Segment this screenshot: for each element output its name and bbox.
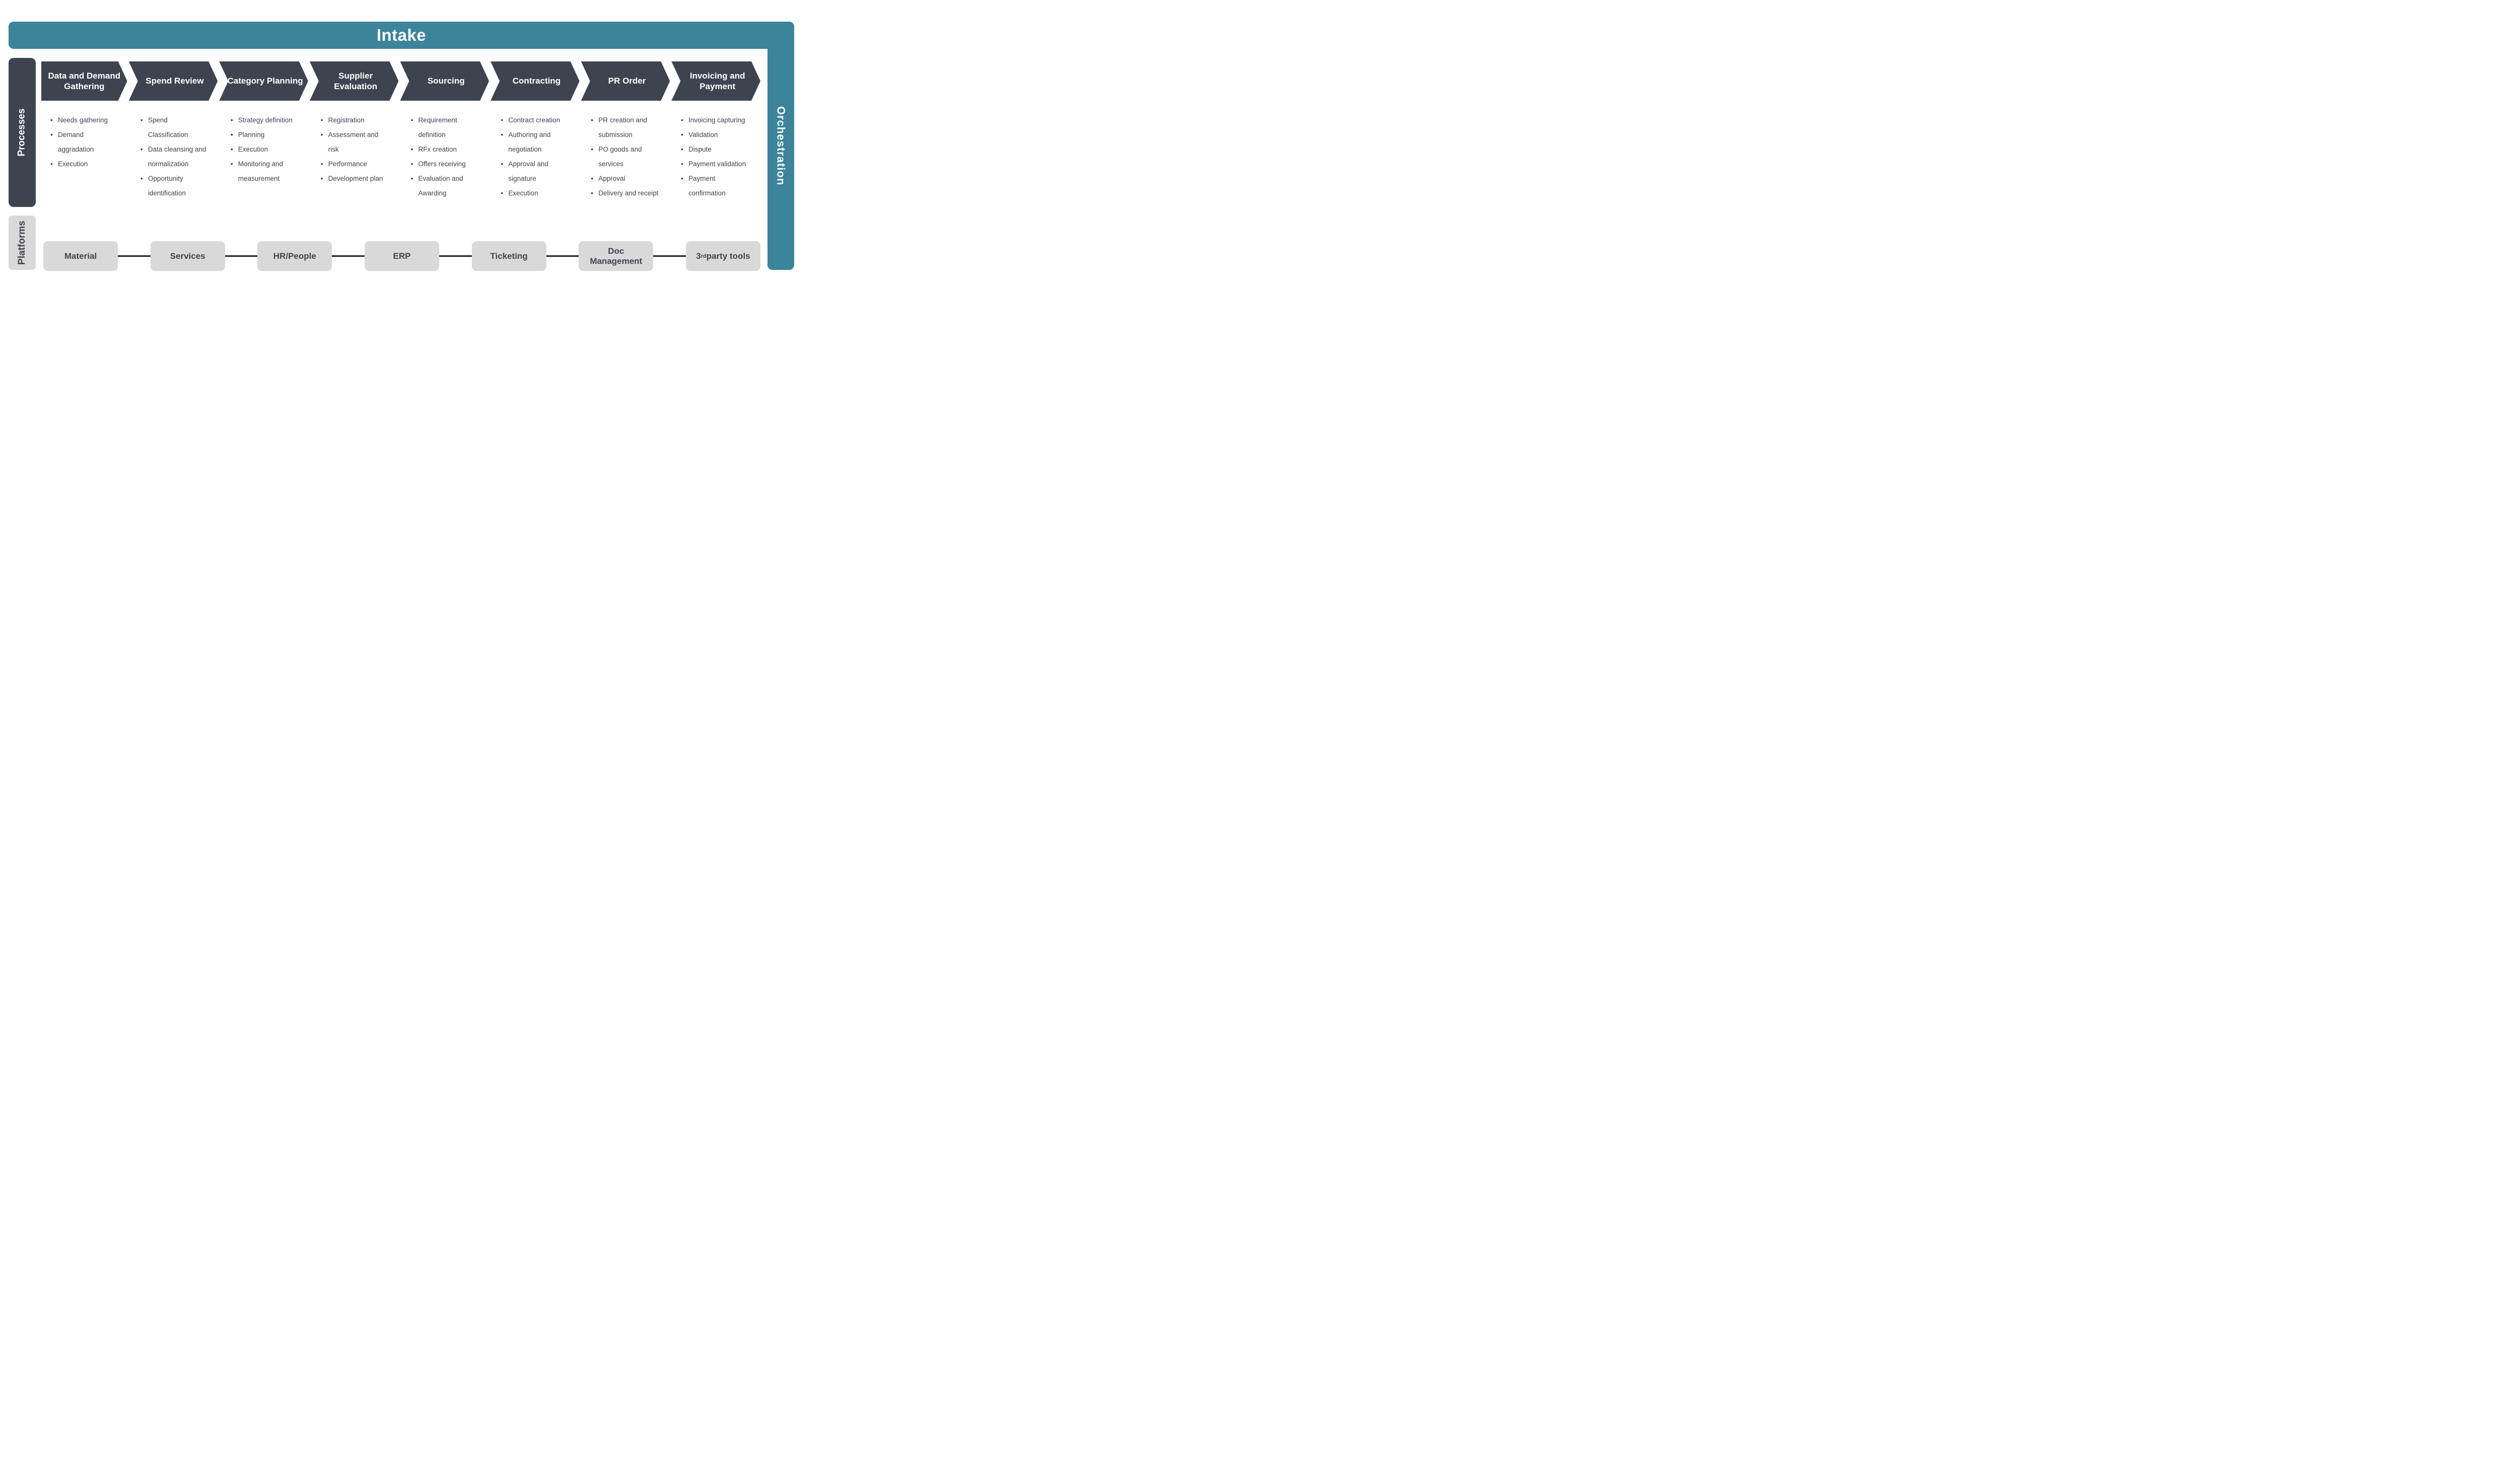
- platform-box-material: Material: [43, 241, 118, 271]
- process-item: Approval and signature: [501, 157, 569, 186]
- process-item: Execution: [501, 186, 569, 200]
- orchestration-bar: Orchestration: [767, 22, 794, 270]
- platform-box-ticketing: Ticketing: [471, 241, 546, 271]
- process-list-supplier-evaluation: Registration Assessment and risk Perform…: [312, 113, 400, 200]
- stage-chevron-category-planning: Category Planning: [219, 61, 308, 101]
- process-item: Registration: [321, 113, 389, 127]
- process-item: Performance: [321, 157, 389, 171]
- process-list-spend-review: Spend Classification Data cleansing and …: [131, 113, 220, 200]
- process-item: Payment confirmation: [681, 171, 749, 200]
- intake-label: Intake: [376, 26, 427, 44]
- platform-label-part: party tools: [706, 251, 750, 261]
- process-list-data-and-demand-gathering: Needs gathering Demand aggradation Execu…: [41, 113, 130, 200]
- process-list-contracting: Contract creation Authoring and negotiat…: [492, 113, 580, 200]
- process-item: Authoring and negotiation: [501, 127, 569, 157]
- processes-rail-label: Processes: [17, 108, 28, 157]
- process-item: Strategy definition: [231, 113, 299, 127]
- process-item: Delivery and receipt: [591, 186, 659, 200]
- stage-chevron-contracting: Contracting: [491, 61, 580, 101]
- process-item: Planning: [231, 127, 299, 142]
- process-item: Spend Classification: [141, 113, 209, 142]
- process-item: Contract creation: [501, 113, 569, 127]
- process-item: PR creation and submission: [591, 113, 659, 142]
- stage-chevron-invoicing-and-payment: Invoicing and Payment: [671, 61, 760, 101]
- process-item: Execution: [50, 157, 119, 171]
- process-item: Validation: [681, 127, 749, 142]
- process-list-category-planning: Strategy definition Planning Execution M…: [222, 113, 310, 200]
- process-item: Invoicing capturing: [681, 113, 749, 127]
- procurement-process-diagram: Orchestration Intake Processes Platforms…: [0, 0, 806, 297]
- process-list-invoicing-and-payment: Invoicing capturing Validation Dispute P…: [672, 113, 760, 200]
- orchestration-label: Orchestration: [775, 106, 788, 186]
- processes-rail: Processes: [9, 58, 36, 207]
- process-item: Approval: [591, 171, 659, 186]
- platform-box-hr-people: HR/People: [257, 241, 332, 271]
- process-item: Opportunity identification: [141, 171, 209, 200]
- process-item: Execution: [231, 142, 299, 157]
- platforms-rail-label: Platforms: [17, 221, 28, 265]
- process-list-pr-order: PR creation and submission PO goods and …: [582, 113, 670, 200]
- stage-chevron-spend-review: Spend Review: [129, 61, 218, 101]
- process-item: Monitoring and measurement: [231, 157, 299, 186]
- intake-bar: Intake: [9, 22, 794, 49]
- platform-label-part: 3: [696, 251, 701, 261]
- stage-chevron-pr-order: PR Order: [581, 61, 670, 101]
- stage-chevron-band: Data and Demand Gathering Spend Review C…: [41, 61, 760, 101]
- process-item: Dispute: [681, 142, 749, 157]
- platform-boxes: Material Services HR/People ERP Ticketin…: [43, 241, 760, 271]
- stage-chevron-data-and-demand-gathering: Data and Demand Gathering: [41, 61, 127, 101]
- platform-box-doc-management: Doc Management: [579, 241, 654, 271]
- process-item: Data cleansing and normalization: [141, 142, 209, 171]
- process-list-sourcing: Requirement definition RFx creation Offe…: [402, 113, 491, 200]
- process-item: Offers receiving: [411, 157, 479, 171]
- process-item: Evaluation and Awarding: [411, 171, 479, 200]
- process-item: Demand aggradation: [50, 127, 119, 157]
- process-item: Needs gathering: [50, 113, 119, 127]
- process-item: Assessment and risk: [321, 127, 389, 157]
- platform-row: Material Services HR/People ERP Ticketin…: [43, 241, 760, 271]
- platforms-rail: Platforms: [9, 216, 36, 270]
- stage-chevron-supplier-evaluation: Supplier Evaluation: [310, 61, 399, 101]
- process-item: RFx creation: [411, 142, 479, 157]
- process-item: Requirement definition: [411, 113, 479, 142]
- process-item: Payment validation: [681, 157, 749, 171]
- process-item: PO goods and services: [591, 142, 659, 171]
- stage-chevron-sourcing: Sourcing: [400, 61, 489, 101]
- process-columns: Needs gathering Demand aggradation Execu…: [41, 113, 760, 200]
- platform-box-erp: ERP: [364, 241, 439, 271]
- process-item: Development plan: [321, 171, 389, 186]
- platform-box-services: Services: [150, 241, 225, 271]
